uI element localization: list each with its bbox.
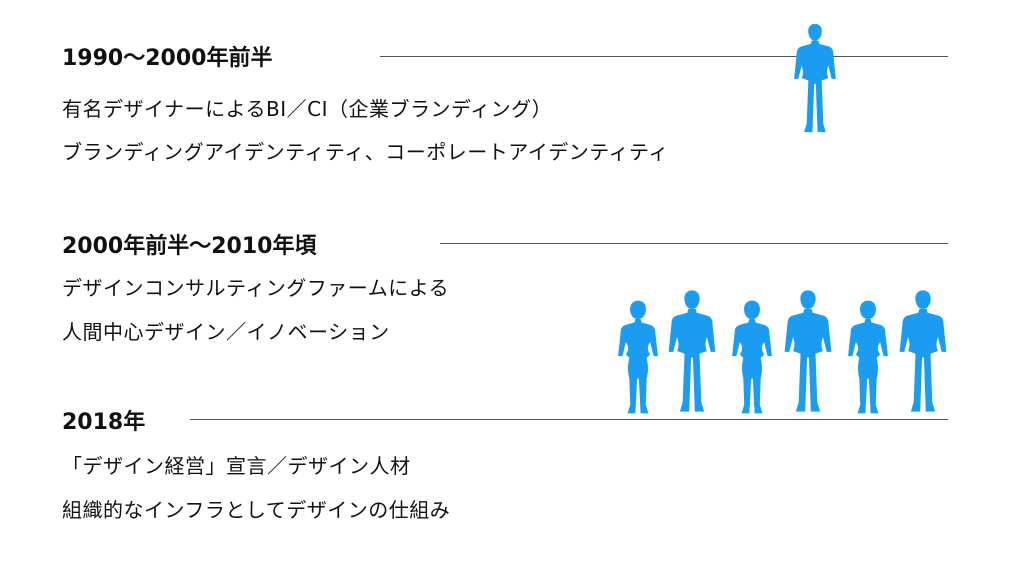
section-2-line-1: デザインコンサルティングファームによる: [62, 276, 450, 300]
section-1-line-1: 有名デザイナーによるBI／CI（企業ブランディング）: [62, 97, 553, 121]
section-3-rule: [190, 419, 948, 420]
person-female-icon: [618, 300, 658, 414]
person-male-icon: [899, 290, 947, 412]
person-female-icon: [848, 300, 888, 414]
section-1-line-2: ブランディングアイデンティティ、コーポレートアイデンティティ: [62, 140, 669, 164]
section-3-line-2: 組織的なインフラとしてデザインの仕組み: [62, 498, 451, 522]
person-male-icon: [784, 290, 832, 412]
person-female-icon: [732, 300, 772, 414]
section-1-heading: 1990〜2000年前半: [62, 46, 273, 71]
person-male-icon: [794, 23, 836, 133]
person-male-icon: [668, 290, 716, 412]
section-2-line-2: 人間中心デザイン／イノベーション: [62, 320, 390, 344]
section-1-rule: [380, 56, 948, 57]
section-2-rule: [440, 243, 948, 244]
section-2-heading: 2000年前半〜2010年頃: [62, 234, 317, 259]
section-3-line-1: 「デザイン経営」宣言／デザイン人材: [62, 454, 411, 478]
section-3-heading: 2018年: [62, 410, 146, 435]
